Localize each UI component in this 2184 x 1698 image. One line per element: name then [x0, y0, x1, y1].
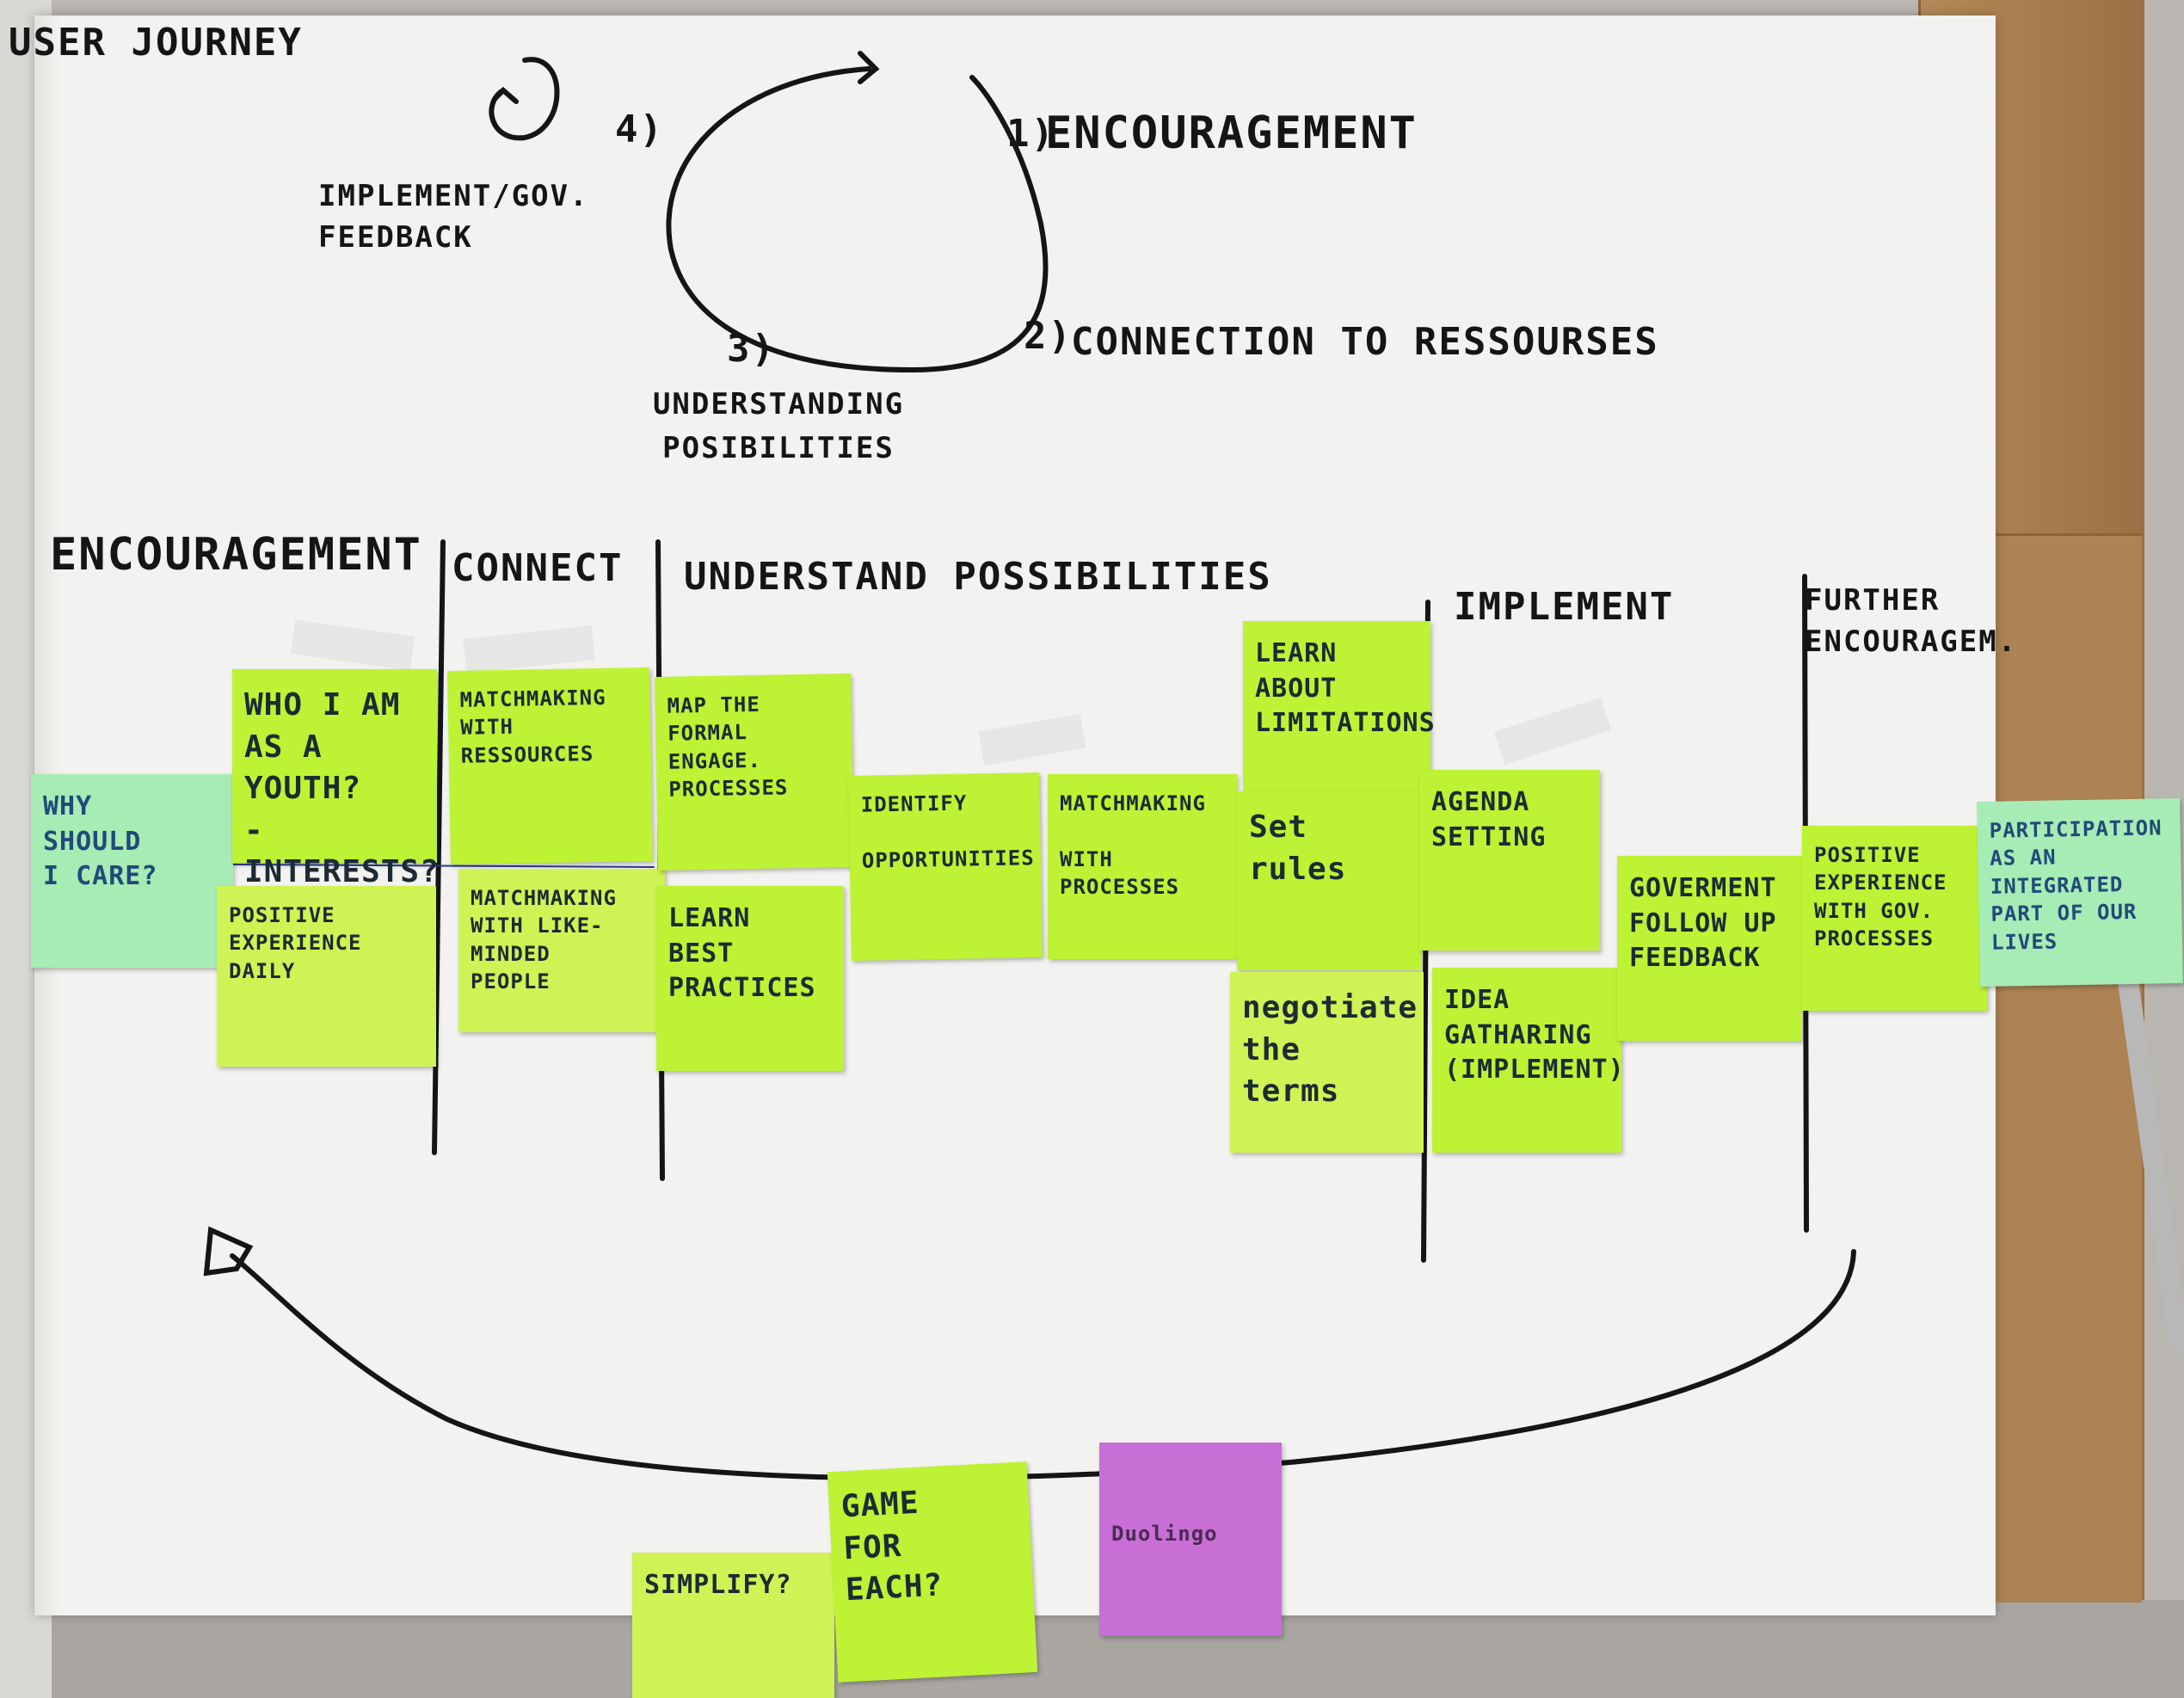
note-participation: PARTICIPATION AS AN INTEGRATED PART OF O… [1977, 797, 2183, 987]
note-who-i-am: WHO I AM AS A YOUTH? -INTERESTS? [232, 669, 439, 889]
note-matchmaking-processes: MATCHMAKING WITH PROCESSES [1048, 774, 1237, 959]
note-positive-experience-gov: POSITIVE EXPERIENCE WITH GOV. PROCESSES [1802, 826, 1987, 1011]
column-further: FURTHER ENCOURAGEM. [1805, 583, 2018, 659]
column-implement: IMPLEMENT [1454, 585, 1675, 629]
note-identify-opportunities: IDENTIFY OPPORTUNITIES [848, 772, 1043, 961]
floor [0, 1600, 2184, 1698]
note-negotiate-terms: negotiate the terms [1230, 972, 1424, 1153]
cycle-step-2-number: 2) [1024, 314, 1073, 358]
cycle-step-4-label: IMPLEMENT/GOV. FEEDBACK [318, 179, 589, 255]
cycle-step-4-number: 4) [615, 108, 664, 151]
note-set-rules: Set rules [1237, 791, 1422, 970]
note-map-formal-processes: MAP THE FORMAL ENGAGE. PROCESSES [655, 674, 854, 871]
loop-icon [489, 57, 560, 141]
cycle-step-3-number: 3) [727, 327, 776, 371]
note-government-follow-up: GOVERMENT FOLLOW UP FEEDBACK [1617, 856, 1802, 1041]
note-why-should-i-care: WHY SHOULD I CARE? [31, 774, 233, 968]
note-matchmaking-people: MATCHMAKING WITH LIKE-MINDED PEOPLE [458, 869, 665, 1032]
cardboard-flap [1970, 533, 2142, 1603]
note-duolingo: Duolingo [1099, 1443, 1282, 1636]
note-game-for-each: GAME FOR EACH? [827, 1461, 1038, 1683]
cycle-step-1-number: 1) [1006, 112, 1055, 156]
return-arrow [230, 1249, 1856, 1481]
note-matchmaking-resources: MATCHMAKING WITH RESSOURCES [447, 667, 653, 865]
note-learn-limitations: LEARN ABOUT LIMITATIONS [1243, 621, 1435, 793]
note-simplify: SIMPLIFY? [632, 1553, 834, 1698]
note-idea-gathering: IDEA GATHARING (IMPLEMENT) [1432, 968, 1624, 1153]
board-title: USER JOURNEY [9, 21, 303, 65]
cycle-step-3-label: UNDERSTANDING POSIBILITIES [652, 387, 905, 465]
cycle-step-2-label: CONNECTION TO RESSOURSES [1071, 320, 1659, 364]
column-understand: UNDERSTAND POSSIBILITIES [684, 555, 1272, 599]
column-encouragement: ENCOURAGEMENT [50, 529, 422, 581]
column-connect: CONNECT [452, 546, 624, 590]
note-agenda-setting: AGENDA SETTING [1419, 770, 1600, 951]
cycle-arrow [666, 66, 1049, 373]
note-positive-experience-daily: POSITIVE EXPERIENCE DAILY [217, 886, 436, 1067]
cycle-step-1-label: ENCOURAGEMENT [1045, 108, 1418, 159]
note-learn-best-practices: LEARN BEST PRACTICES [656, 886, 844, 1071]
